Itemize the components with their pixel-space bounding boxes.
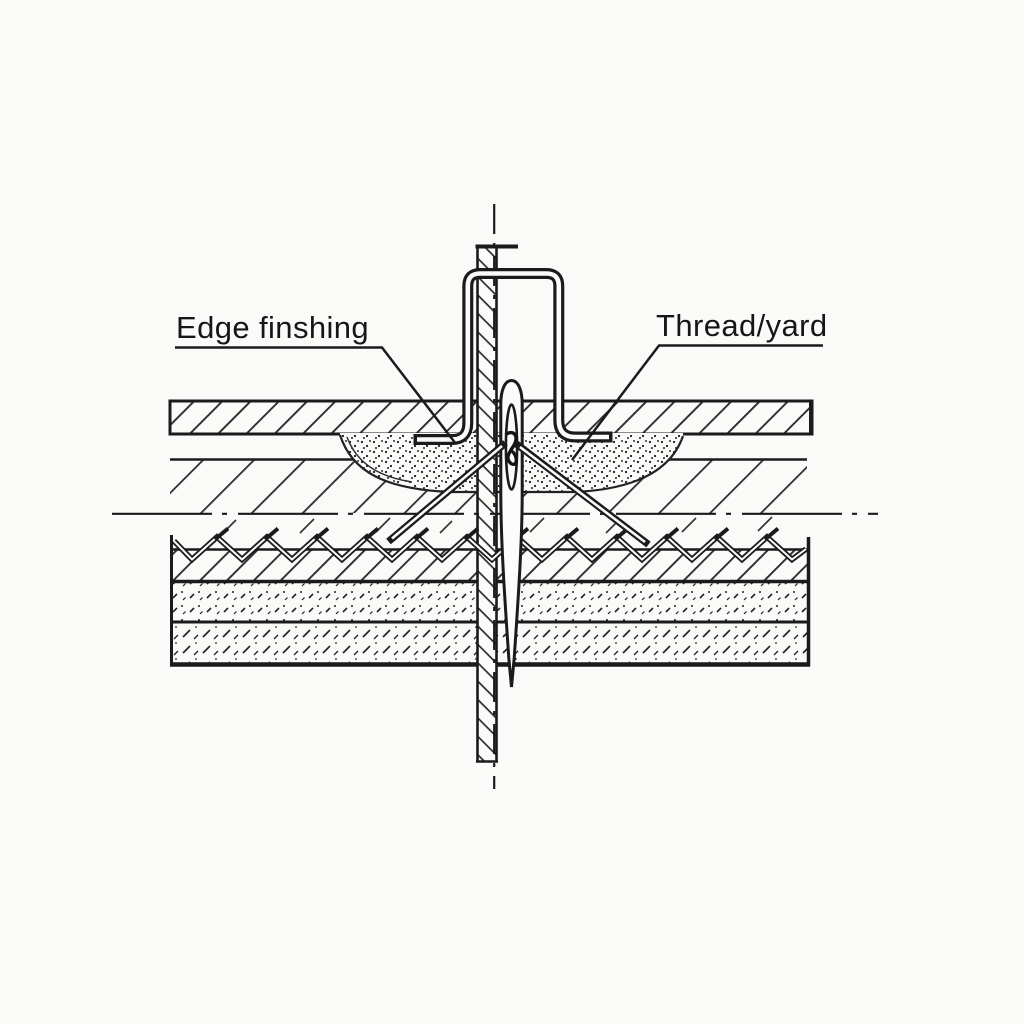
label-thread-yarn: Thread/yard [656,308,828,343]
zigzag-stitch [171,526,808,564]
thread-strands [386,440,651,548]
thread-knot [504,430,518,466]
leader-thread-yarn [571,344,823,461]
leader-edge-finishing [175,346,457,445]
edge-binding-clamp [413,268,613,445]
label-edge-finishing: Edge finshing [176,310,369,345]
needle-bar [475,244,518,763]
